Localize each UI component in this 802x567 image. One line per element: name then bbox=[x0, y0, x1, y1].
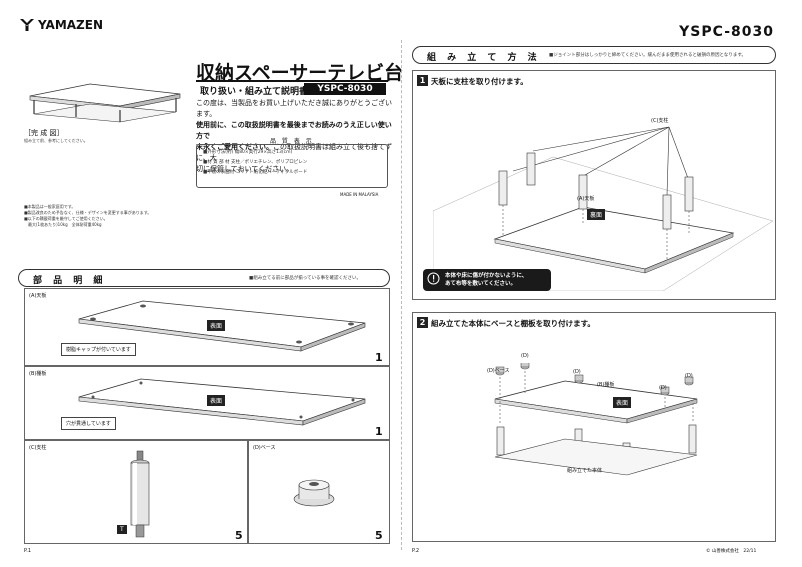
step-1-surface-label: 裏面 bbox=[587, 209, 606, 220]
step-1-post-label: (C)支柱 bbox=[651, 118, 669, 124]
made-in-label: MADE IN MALAYSIA bbox=[340, 192, 379, 197]
assembly-heading: 組 み 立 て 方 法 bbox=[427, 53, 541, 63]
step-2-d-label-3: (D) bbox=[659, 385, 667, 391]
part-b-label: (B)棚板 bbox=[29, 371, 47, 377]
part-c-quantity: 5 bbox=[235, 529, 243, 542]
parts-section-header: 部 品 明 細 ■組み立てる前に部品が揃っている事を確認ください。 bbox=[18, 269, 390, 287]
intro-bold-part: 末永くご愛用ください。 bbox=[196, 143, 273, 151]
part-b-surface-label: 表面 bbox=[207, 395, 226, 406]
intro-normal-part: この取扱説明書は組み立て後も捨てずに、大 bbox=[196, 143, 392, 162]
step-2-number: 2 bbox=[417, 317, 428, 328]
spec-box: ■外形寸法(約) 幅80×奥行29×高さ13(cm) ■材 質 部 材 支柱／ポ… bbox=[196, 144, 388, 188]
intro-line-bold: 使用前に、この取扱説明書を最後までお読みのうえ正しい使い方で bbox=[196, 121, 392, 140]
step-2-d-label-1: (D) bbox=[521, 353, 529, 359]
step-2-body-label: 組み立てた本体 bbox=[567, 468, 603, 474]
step-1-illustration bbox=[433, 126, 773, 291]
step-2-base-label: (D)ベース bbox=[487, 368, 510, 374]
part-d-label: (D)ベース bbox=[253, 445, 276, 451]
model-number-header: YSPC-8030 bbox=[679, 24, 774, 40]
document-subtitle: 取り扱い・組み立て説明書 bbox=[200, 87, 309, 97]
step-2-d-label-2: (D) bbox=[573, 369, 581, 375]
step-1-top-label: (A)天板 bbox=[577, 196, 595, 202]
part-d-panel: (D)ベース 5 bbox=[248, 440, 390, 544]
copyright-footer: © 山善株式会社 22/11 bbox=[706, 549, 757, 554]
step-2-panel: 2 組み立てた本体にベースと棚板を取り付けます。 (D)ベース (D) (D) … bbox=[412, 312, 776, 542]
assembly-note: ■ジョイント部分はしっかりと締めてください。緩んだまま使用されると破損の原因とな… bbox=[549, 53, 746, 58]
step-1-number: 1 bbox=[417, 75, 428, 86]
step-2-shelf-label: (B)棚板 bbox=[597, 382, 615, 388]
intro-text: この度は、当製品をお買い上げいただき誠にありがとうございます。 使用前に、この取… bbox=[196, 98, 392, 175]
complete-note: 組み立て前、参考にしてください。 bbox=[24, 138, 88, 143]
part-b-quantity: 1 bbox=[375, 425, 383, 438]
complete-product-illustration bbox=[29, 83, 181, 123]
usage-notes: ■本製品は一般家庭用です。 ■製品改良のため予告なく、仕様・デザインを変更する事… bbox=[24, 204, 151, 228]
post-illustration bbox=[130, 450, 150, 538]
step-1-panel: 1 天板に支柱を取り付けます。 (C)支柱 (A)天板 裏面 本体や床に傷が付か… bbox=[412, 70, 776, 300]
step-2-title: 組み立てた本体にベースと棚板を取り付けます。 bbox=[431, 319, 595, 328]
intro-line: この度は、当製品をお買い上げいただき誠にありがとうございます。 bbox=[196, 99, 392, 118]
parts-heading: 部 品 明 細 bbox=[33, 276, 107, 286]
spec-row: ■外形寸法(約) 幅80×奥行29×高さ13(cm) bbox=[203, 150, 293, 155]
note-line: ■製品改良のため予告なく、仕様・デザインを変更する事があります。 bbox=[24, 210, 152, 215]
part-c-label: (C)支柱 bbox=[29, 445, 47, 451]
warning-line: あて布等を敷いてください。 bbox=[445, 281, 517, 287]
yamazen-mark-icon bbox=[20, 19, 34, 31]
warning-line: 本体や床に傷が付かないように、 bbox=[445, 273, 528, 279]
base-illustration bbox=[293, 479, 335, 507]
step-1-title: 天板に支柱を取り付けます。 bbox=[431, 77, 528, 86]
intro-line: 切に保管しておいてください。 bbox=[196, 165, 294, 173]
model-badge: YSPC-8030 bbox=[304, 83, 386, 95]
page-number-right: P.2 bbox=[412, 548, 420, 554]
spec-title: 品 質 表 示 bbox=[270, 138, 314, 145]
part-a-quantity: 1 bbox=[375, 351, 383, 364]
intro-line-mixed: 末永くご愛用ください。この取扱説明書は組み立て後も捨てずに、大 bbox=[196, 142, 392, 164]
part-a-panel: (A)天板 表面 樹脂キャップが付いています 1 bbox=[24, 288, 390, 366]
title-rule bbox=[196, 80, 388, 82]
warning-icon bbox=[427, 272, 440, 285]
brand-name: YAMAZEN bbox=[38, 18, 103, 32]
part-b-panel: (B)棚板 表面 穴が貫通しています 1 bbox=[24, 366, 390, 440]
step-1-warning: 本体や床に傷が付かないように、 あて布等を敷いてください。 bbox=[423, 269, 551, 291]
page-fold-divider bbox=[401, 40, 402, 550]
part-a-label: (A)天板 bbox=[29, 293, 47, 299]
spec-row: ■甲板の表面材 コリテト紙化粧パーティクルボード bbox=[203, 170, 308, 175]
spec-row: ■材 質 部 材 支柱／ポリエチレン、ポリプロピレン bbox=[203, 160, 308, 165]
part-a-callout: 樹脂キャップが付いています bbox=[61, 343, 136, 356]
complete-label: ［完 成 図］ bbox=[24, 129, 64, 137]
part-c-panel: (C)支柱 T 5 bbox=[24, 440, 248, 544]
part-b-callout: 穴が貫通しています bbox=[61, 417, 116, 430]
part-c-tag: T bbox=[117, 525, 127, 534]
step-2-illustration bbox=[494, 363, 698, 476]
part-a-surface-label: 表面 bbox=[207, 320, 226, 331]
assembly-section-header: 組 み 立 て 方 法 ■ジョイント部分はしっかりと締めてください。緩んだまま使… bbox=[412, 46, 776, 64]
brand-logo: YAMAZEN bbox=[20, 18, 103, 32]
note-line: ■本製品は一般家庭用です。 bbox=[24, 204, 76, 209]
step-2-d-label-4: (D) bbox=[685, 373, 693, 379]
parts-note: ■組み立てる前に部品が揃っている事を確認ください。 bbox=[249, 276, 362, 281]
step-2-surface-label: 表面 bbox=[613, 397, 632, 408]
page-number-left: P.1 bbox=[24, 548, 32, 554]
note-line: 最大(1枚あたり)10kg 全体耐荷重40kg bbox=[24, 222, 102, 227]
note-line: ■以下の積載荷重を厳守してご使用ください。 bbox=[24, 216, 108, 221]
part-d-quantity: 5 bbox=[375, 529, 383, 542]
document-title: 収納スペーサーテレビ台 bbox=[196, 62, 404, 84]
